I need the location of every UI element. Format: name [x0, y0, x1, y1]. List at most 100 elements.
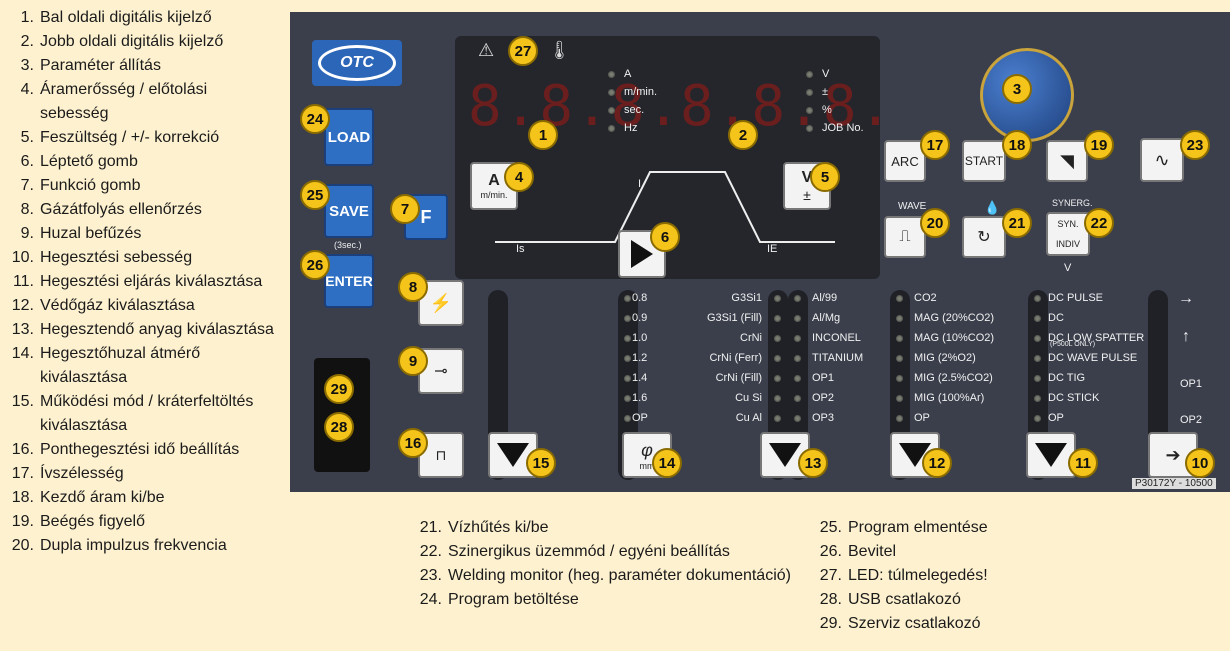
phi-label: φ — [641, 439, 653, 460]
option-label: CrNi — [740, 332, 762, 344]
logo-text: OTC — [318, 45, 396, 81]
indicator-led — [806, 71, 813, 78]
option-label: CO2 — [914, 292, 937, 304]
indicator-led — [608, 89, 615, 96]
legend-number: 28. — [819, 591, 842, 608]
penetration-monitor-button[interactable]: ◥ — [1046, 140, 1088, 182]
left-digital-display: 8.8.8. — [468, 74, 683, 139]
legend-text: Áramerősség / előtolási sebesség — [40, 81, 208, 122]
legend-item: 14. Hegesztőhuzal átmérő kiválasztása — [4, 342, 280, 390]
synergic-individual-button[interactable]: SYN. INDIV — [1046, 212, 1090, 256]
start-button[interactable]: START — [962, 140, 1006, 182]
legend-number: 25. — [819, 519, 842, 536]
indicator-led — [1034, 315, 1041, 322]
legend-number: 14. — [11, 345, 34, 362]
legend-item: 23.Welding monitor (heg. paraméter dokum… — [412, 564, 812, 588]
option-label: DC WAVE PULSE — [1048, 352, 1138, 364]
speed-op2-label: OP2 — [1180, 414, 1203, 426]
legend-item: 6. Léptető gomb — [4, 150, 280, 174]
legend-item: 10.Hegesztési sebesség — [4, 246, 280, 270]
pulse-wave-icon: ⎍ — [899, 228, 911, 245]
welding-monitor-button[interactable]: ∿ — [1140, 138, 1184, 182]
indicator-led — [1034, 375, 1041, 382]
number-badge: 8 — [398, 272, 428, 302]
legend-text: Bevitel — [848, 543, 897, 560]
gas-flow-icon: ⚡ — [429, 292, 453, 313]
indicator-led — [1034, 395, 1041, 402]
part-number: P30172Y - 10500 — [1132, 478, 1216, 489]
double-pulse-button[interactable]: ⎍ — [884, 216, 926, 258]
option-label: DC TIG — [1048, 372, 1086, 384]
number-badge: 5 — [810, 162, 840, 192]
option-label: 0.9 — [632, 312, 648, 324]
legend-item: 13.Hegesztendő anyag kiválasztása — [4, 318, 280, 342]
legend-text: Paraméter állítás — [40, 57, 161, 74]
option-label: sec. — [624, 104, 645, 116]
number-badge: 16 — [398, 428, 428, 458]
legend-number: 21. — [419, 519, 442, 536]
indicator-led — [794, 395, 801, 402]
number-badge: 11 — [1068, 448, 1098, 478]
option-label: JOB No. — [822, 122, 864, 134]
water-cooling-button[interactable]: ↻ — [962, 216, 1006, 258]
legend-number: 17. — [11, 465, 34, 482]
legend-text: LED: túlmelegedés! — [848, 567, 988, 584]
step-button[interactable] — [618, 230, 666, 278]
legend-item: 15.Működési mód / kráterfeltöltés kivála… — [4, 390, 280, 438]
process-select-button[interactable] — [1026, 432, 1076, 478]
play-icon — [631, 240, 653, 268]
syn-label: SYN. — [1057, 219, 1079, 229]
wire-inch-button[interactable]: ⊸ — [418, 348, 464, 394]
mmin-label: m/min. — [480, 190, 508, 200]
down-triangle-icon — [497, 443, 529, 467]
legend-text: Védőgáz kiválasztása — [40, 297, 195, 314]
save-button[interactable]: SAVE — [324, 184, 374, 238]
number-badge: 17 — [920, 130, 950, 160]
indicator-led — [624, 395, 631, 402]
option-label: 1.6 — [632, 392, 648, 404]
indicator-led — [624, 415, 631, 422]
indicator-led — [624, 355, 631, 362]
legend-item: 17.Ívszélesség — [4, 462, 280, 486]
indicator-led — [896, 315, 903, 322]
legend-text: Hegesztőhuzal átmérő kiválasztása — [40, 345, 201, 386]
indicator-led — [806, 125, 813, 132]
option-label: DC STICK — [1048, 392, 1100, 404]
option-label: Cu Si — [735, 392, 762, 404]
parameter-knob[interactable] — [980, 48, 1074, 142]
legend-text: Léptető gomb — [40, 153, 138, 170]
indicator-led — [794, 355, 801, 362]
option-label: MIG (2%O2) — [914, 352, 976, 364]
enter-button[interactable]: ENTER — [324, 254, 374, 308]
legend-item: 9.Huzal befűzés — [4, 222, 280, 246]
legend-number: 12. — [11, 297, 34, 314]
number-badge: 23 — [1180, 130, 1210, 160]
legend-number: 6. — [20, 153, 34, 170]
number-badge: 20 — [920, 208, 950, 238]
spot-weld-icon: ⊓ — [435, 446, 447, 463]
option-label: ± — [822, 86, 829, 98]
down-triangle-icon — [769, 443, 801, 467]
legend-text: Huzal befűzés — [40, 225, 142, 242]
v-bottom-label: V — [1064, 262, 1072, 274]
number-badge: 7 — [390, 194, 420, 224]
option-label: CrNi (Fill) — [715, 372, 762, 384]
thermometer-icon: 🌡 — [548, 40, 571, 60]
option-label: OP3 — [812, 412, 835, 424]
legend-item: 3.Paraméter állítás — [4, 54, 280, 78]
load-button[interactable]: LOAD — [324, 108, 374, 166]
arc-button[interactable]: ARC — [884, 140, 926, 182]
ie-label: IE — [767, 243, 778, 255]
warning-icon: ⚠ — [478, 40, 495, 60]
indicator-led — [794, 335, 801, 342]
option-label: G3Si1 (Fill) — [706, 312, 762, 324]
v-label: V — [801, 169, 813, 186]
number-badge: 15 — [526, 448, 556, 478]
process-note: (P500L ONLY) — [1050, 341, 1096, 348]
indicator-led — [806, 107, 813, 114]
legend-number: 27. — [819, 567, 842, 584]
indicator-led — [794, 295, 801, 302]
legend-item: 2.Jobb oldali digitális kijelző — [4, 30, 280, 54]
option-label: Al/99 — [812, 292, 838, 304]
